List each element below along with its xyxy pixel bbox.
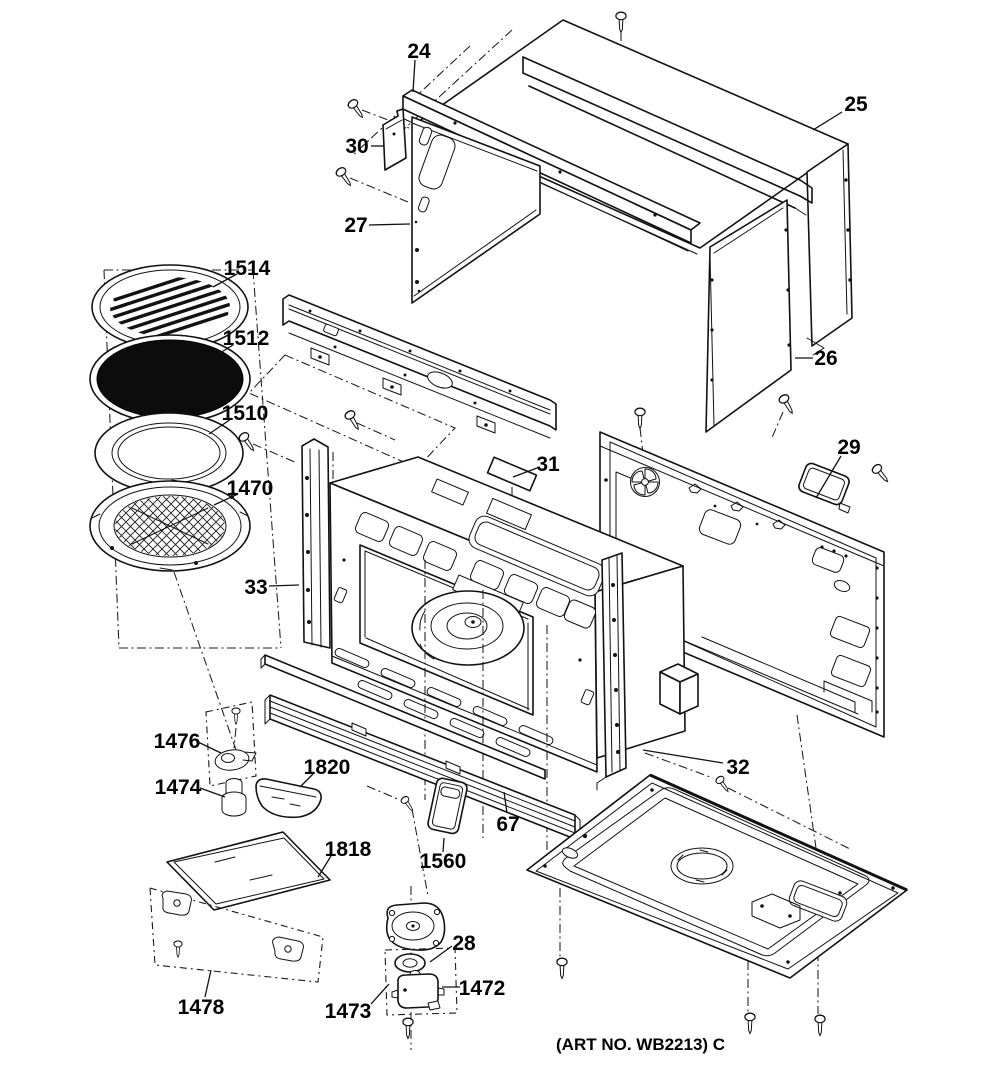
- wall-mounting-rail: [282, 294, 557, 439]
- part-label-25: 25: [844, 93, 868, 116]
- part-label-1474: 1474: [155, 776, 202, 799]
- part-32-right-channel-bracket: [596, 552, 627, 791]
- part-label-27: 27: [344, 214, 367, 237]
- part-1472-turntable-motor: [391, 970, 445, 1011]
- part-28-washer: [394, 953, 426, 973]
- part-1476-stirrer-assembly: [205, 701, 257, 787]
- part-label-24: 24: [407, 40, 431, 63]
- part-1820-glass-shelf: [255, 778, 322, 819]
- part-labels: 24 25 30 27 26 1514 1512 1510 1470 29 31…: [154, 40, 868, 1054]
- oven-cavity-assembly: [329, 456, 686, 773]
- part-31-cover-plate: [486, 456, 538, 522]
- part-label-1470: 1470: [227, 477, 274, 500]
- front-trim-strips: [260, 654, 581, 840]
- turntable: [411, 590, 525, 666]
- part-1510-tray-ring: [94, 412, 244, 494]
- part-1512-cooking-tray: [89, 334, 251, 424]
- back-panel-assembly: [599, 431, 885, 738]
- part-label-1512: 1512: [223, 327, 270, 350]
- part-label-1476: 1476: [154, 730, 201, 753]
- part-label-26: 26: [814, 347, 837, 370]
- part-29-vent-grille: [798, 462, 851, 514]
- part-1560-cover-plate: [427, 777, 468, 835]
- part-27-left-side-panel: [411, 116, 541, 304]
- part-30-clip-bracket: [382, 108, 407, 171]
- base-plate: [526, 773, 908, 979]
- part-label-33: 33: [244, 576, 267, 599]
- part-label-1560: 1560: [420, 850, 467, 873]
- part-33-left-channel-bracket: [301, 438, 331, 649]
- part-label-28: 28: [452, 932, 476, 955]
- part-1470-grate-cover: [89, 479, 251, 572]
- label-leader-lines: [197, 59, 843, 1005]
- duct-block: [659, 663, 699, 715]
- part-label-30: 30: [345, 135, 368, 158]
- part-67-vent-grille-trim: [264, 694, 581, 840]
- part-label-31: 31: [536, 453, 560, 476]
- part-label-29: 29: [837, 436, 860, 459]
- part-label-1514: 1514: [224, 257, 271, 280]
- part-1474-roller: [221, 778, 247, 817]
- art-number-note: (ART NO. WB2213) C: [556, 1035, 725, 1054]
- fan-blade: [630, 467, 660, 497]
- part-label-1472: 1472: [459, 977, 506, 1000]
- part-1514-grill-rack: [91, 264, 249, 350]
- part-26-right-side-panel: [705, 199, 792, 433]
- part-24-top-front-rail: [399, 89, 701, 252]
- part-1478-bottom-panel-outline: [149, 887, 324, 983]
- part-label-1478: 1478: [178, 996, 225, 1019]
- part-label-1818: 1818: [325, 838, 372, 861]
- part-label-32: 32: [726, 756, 749, 779]
- part-25-outer-case-wrapper: [417, 19, 853, 356]
- part-1473-motor-mount-assembly: [384, 902, 458, 1016]
- part-1818-glass-tray: [166, 831, 331, 911]
- part-label-67: 67: [496, 813, 519, 836]
- part-label-1820: 1820: [304, 756, 351, 779]
- part-label-1510: 1510: [222, 402, 269, 425]
- part-label-1473: 1473: [325, 1000, 372, 1023]
